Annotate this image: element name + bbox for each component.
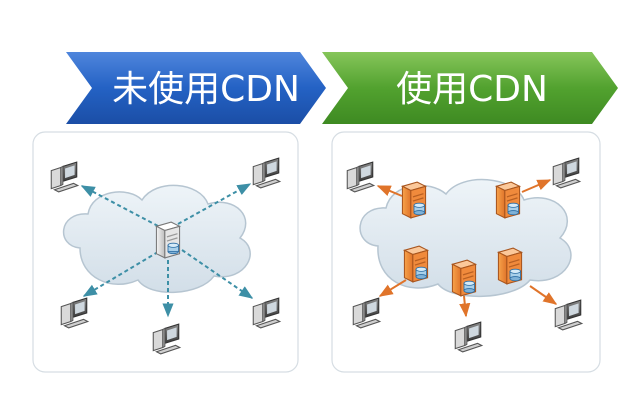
banner-with-cdn-label: 使用CDN	[396, 69, 548, 110]
banner-with-cdn-shape	[322, 52, 618, 124]
arrow-to-client-bottom-left	[82, 251, 159, 297]
arrow-edge-to-client-top-left	[376, 185, 403, 197]
cdn-edge-server-icon	[451, 259, 477, 297]
server-icon	[155, 221, 181, 259]
arrows-with-cdn	[376, 179, 558, 318]
arrow-to-client-bottom-right	[181, 249, 254, 299]
arrow-edge-to-client-bottom-center	[459, 295, 471, 318]
banner-without-cdn-shape	[66, 52, 326, 124]
arrow-edge-to-client-bottom-right	[529, 285, 558, 305]
arrow-edge-to-client-top-right	[521, 179, 552, 193]
arrows-without-cdn	[80, 183, 254, 318]
arrow-edge-to-client-bottom-left	[378, 279, 407, 297]
cdn-edge-server-icon	[495, 181, 521, 219]
banner-without-cdn: 未使用CDN	[66, 52, 326, 124]
arrow-to-client-top-left	[80, 185, 159, 227]
banner-without-cdn-label: 未使用CDN	[112, 69, 300, 110]
banner-with-cdn: 使用CDN	[322, 52, 618, 124]
cdn-edge-server-icon	[401, 181, 427, 219]
cdn-edge-server-icon	[403, 245, 429, 283]
cdn-edge-server-icon	[497, 247, 523, 285]
